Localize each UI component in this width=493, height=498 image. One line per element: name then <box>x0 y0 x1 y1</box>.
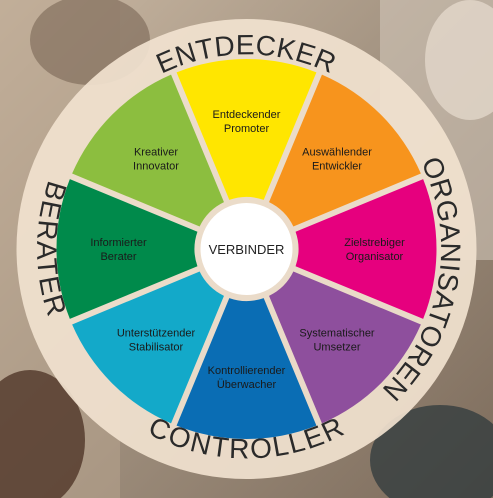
segment-label-line: Innovator <box>133 160 179 172</box>
segment-label-line: Systematischer <box>299 328 375 340</box>
segment-auswaehlender-entwickler[interactable] <box>269 74 421 227</box>
segment-label-line: Umsetzer <box>313 342 360 354</box>
segment-unterstuetzender-stabilisator[interactable] <box>72 271 224 424</box>
center-hub[interactable] <box>200 203 293 295</box>
segment-label-line: Organisator <box>346 251 404 263</box>
segment-kontrollierender-ueberwacher[interactable] <box>176 298 317 439</box>
segment-label-line: Stabilisator <box>129 342 184 354</box>
segment-kreativer-innovator[interactable] <box>72 74 224 227</box>
center-label: VERBINDER <box>209 242 285 257</box>
segment-informierter-berater[interactable] <box>56 179 198 319</box>
segment-zielstrebiger-organisator[interactable] <box>295 179 437 319</box>
segment-label-line: Unterstützender <box>117 328 196 340</box>
segment-label-line: Entdeckender <box>213 109 281 121</box>
segment-label-line: Überwacher <box>217 379 277 391</box>
segment-label-line: Zielstrebiger <box>344 237 405 249</box>
segment-label-line: Informierter <box>90 237 147 249</box>
segment-label-line: Berater <box>100 251 136 263</box>
segment-label-line: Kreativer <box>134 146 178 158</box>
segment-label-line: Promoter <box>224 123 270 135</box>
segment-entdeckender-promoter[interactable] <box>176 59 317 200</box>
segment-systematischer-umsetzer[interactable] <box>269 271 421 424</box>
segment-label-line: Auswählender <box>302 146 372 158</box>
segment-label-line: Entwickler <box>312 160 362 172</box>
segment-label-line: Kontrollierender <box>208 365 286 377</box>
